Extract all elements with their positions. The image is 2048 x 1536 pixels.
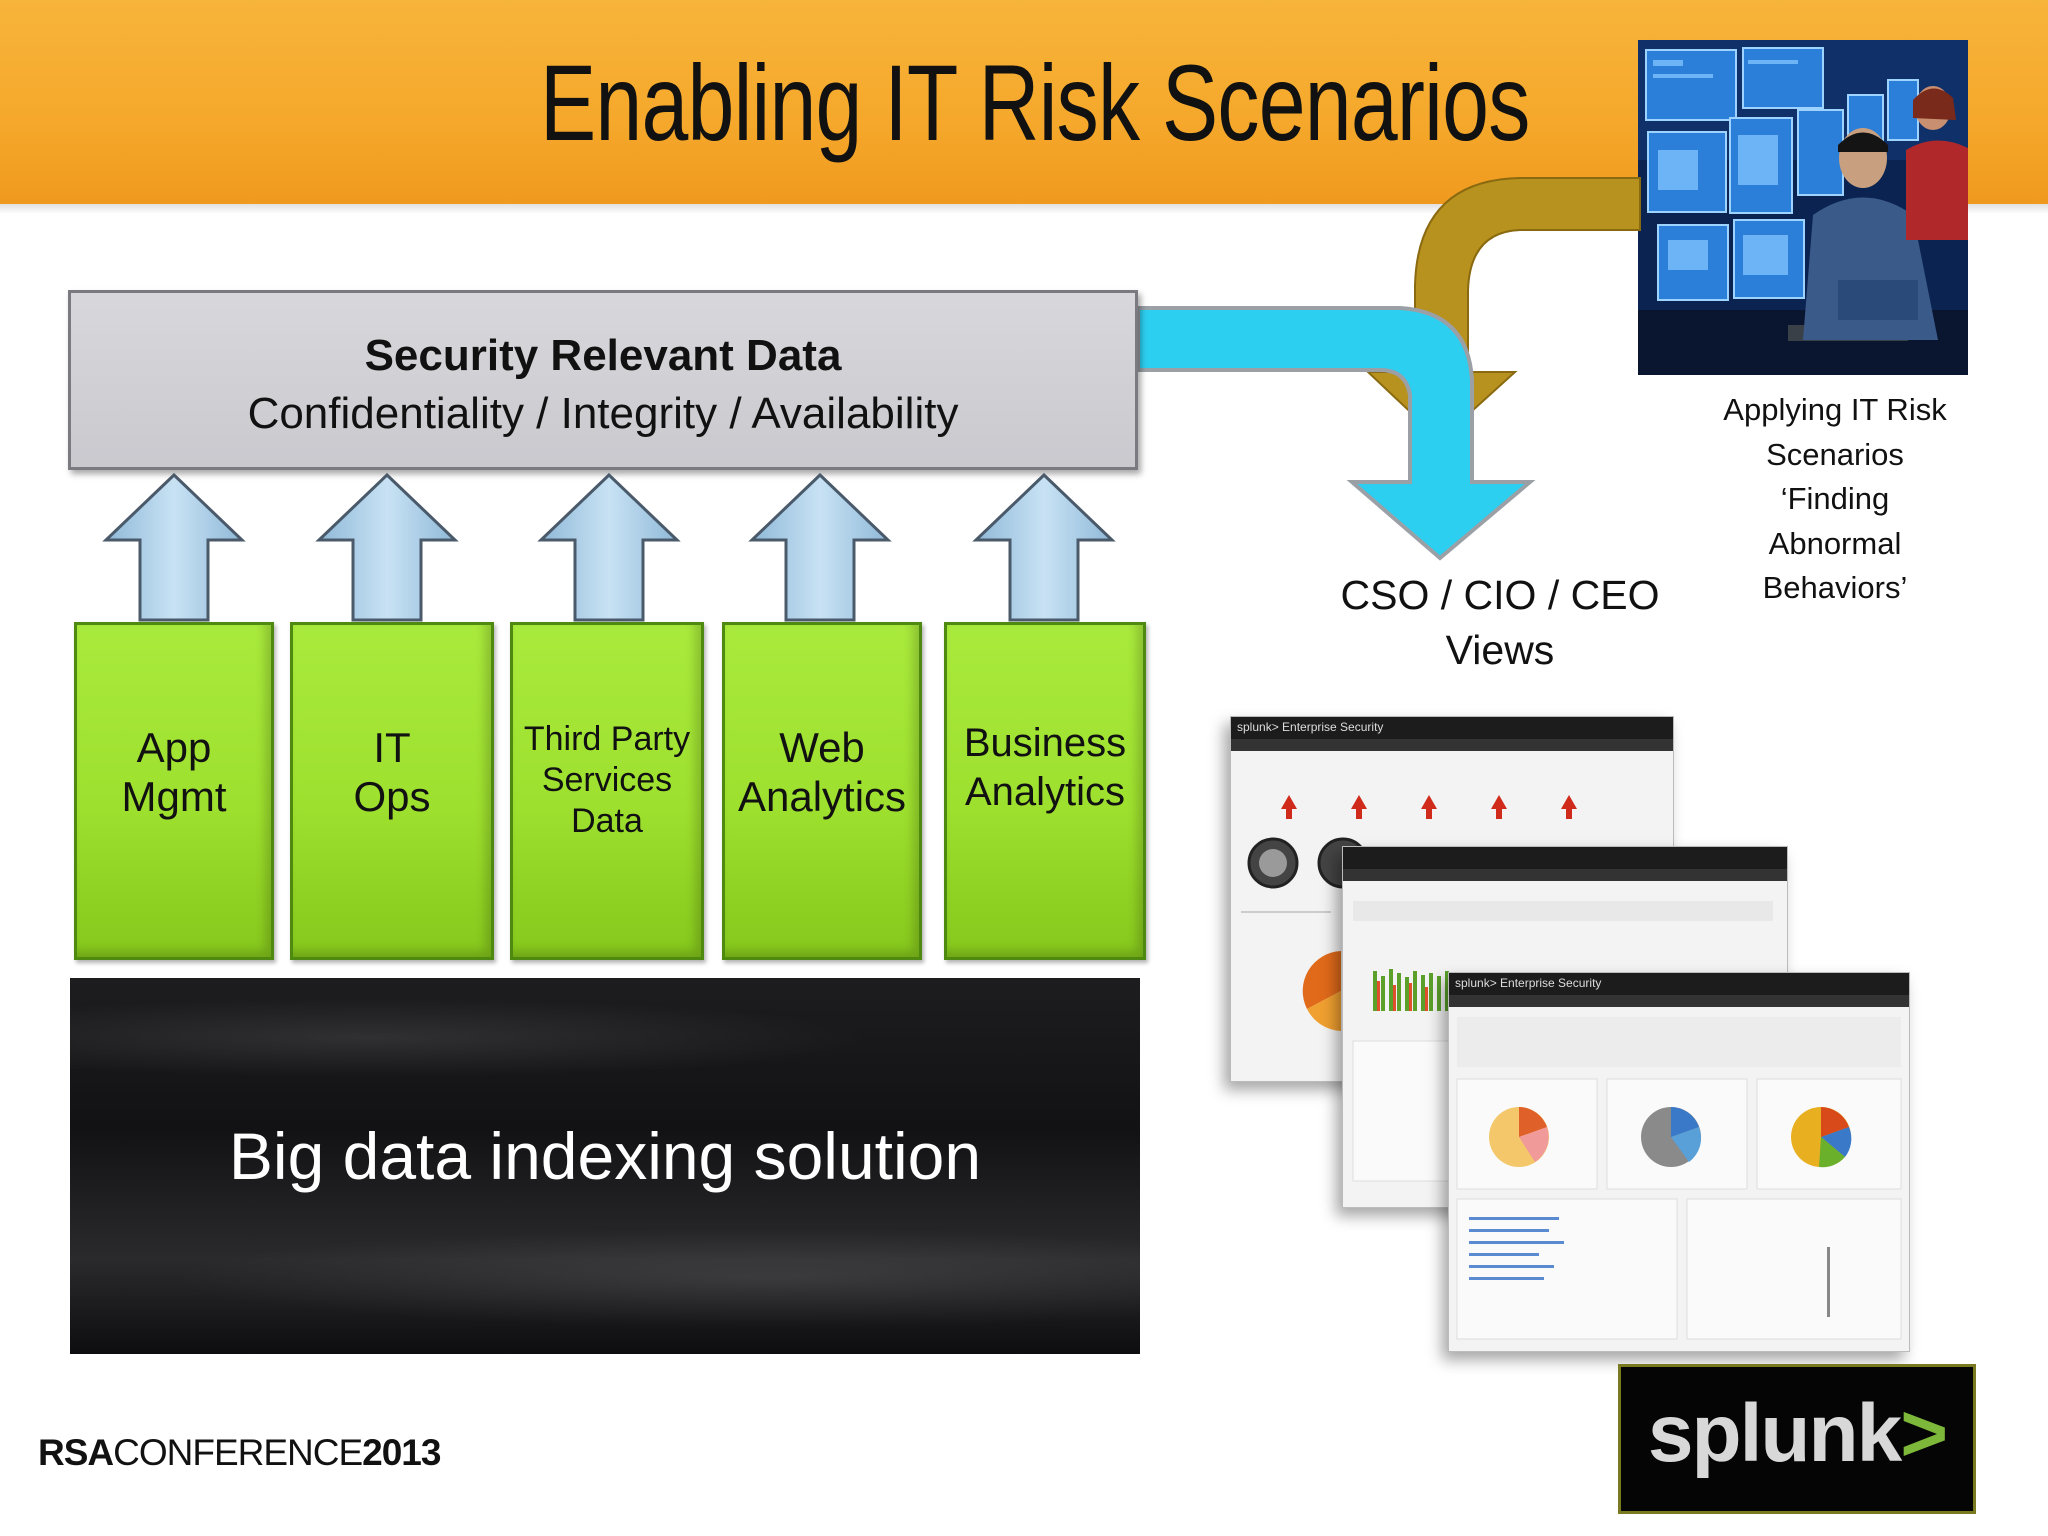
up-arrow-it-ops: [315, 472, 459, 622]
source-label: Web Analytics: [725, 723, 919, 821]
screenshot-brand: splunk> Enterprise Security: [1455, 976, 1602, 990]
source-label-line: Analytics: [737, 773, 907, 820]
screenshot-header-bar: splunk> Enterprise Security: [1231, 717, 1673, 739]
photo-caption-line: Scenarios: [1766, 436, 1904, 472]
rsa-conference-logo: RSACONFERENCE2013: [38, 1432, 441, 1474]
source-box-business-analytics: Business Analytics: [944, 622, 1146, 960]
photo-caption-line: ‘Finding: [1780, 481, 1890, 516]
source-box-web-analytics: Web Analytics: [722, 622, 922, 960]
source-label-line: Data: [571, 802, 643, 840]
source-label: App Mgmt: [77, 723, 271, 821]
views-label-line: CSO / CIO / CEO: [1340, 572, 1660, 618]
rsa-conference-word: CONFERENCE: [113, 1432, 363, 1473]
big-data-foundation: Big data indexing solution: [70, 978, 1140, 1354]
photo-illustration: [1638, 40, 1968, 375]
source-label-line: Analytics: [964, 770, 1126, 814]
dashboard-3-graphics: [1456, 1017, 1902, 1340]
source-label-line: Ops: [353, 773, 431, 820]
security-data-subtitle: Confidentiality / Integrity / Availabili…: [247, 389, 959, 438]
photo-caption-line: Abnormal: [1768, 525, 1902, 561]
up-arrow-web-analytics: [748, 472, 892, 622]
dashboard-screenshot-3: splunk> Enterprise Security: [1448, 972, 1910, 1352]
splunk-wordmark: splunk>: [1621, 1387, 1973, 1481]
source-box-it-ops: IT Ops: [290, 622, 494, 960]
source-box-app-mgmt: App Mgmt: [74, 622, 274, 960]
up-arrows: [102, 472, 1116, 622]
up-arrow-third-party: [537, 472, 681, 622]
up-arrow-business-analytics: [972, 472, 1116, 622]
foundation-label: Big data indexing solution: [228, 1119, 982, 1193]
source-label-line: IT: [373, 724, 411, 771]
security-data-title: Security Relevant Data: [364, 331, 842, 380]
screenshot-nav-bar: [1343, 869, 1787, 881]
splunk-logo: splunk>: [1618, 1364, 1976, 1514]
splunk-chevron-icon: >: [1900, 1388, 1948, 1479]
screenshot-header-bar: [1343, 847, 1787, 869]
source-label-line: Web: [779, 724, 865, 771]
photo-caption-line: Applying IT Risk: [1723, 392, 1947, 427]
executive-views-label: CSO / CIO / CEO Views: [1320, 568, 1680, 678]
source-label: IT Ops: [293, 723, 491, 821]
source-label-line: Third Party: [523, 720, 691, 758]
photo-caption: Applying IT Risk Scenarios ‘Finding Abno…: [1690, 388, 1980, 611]
source-label-line: Mgmt: [121, 773, 227, 820]
screenshot-brand: splunk> Enterprise Security: [1237, 720, 1384, 734]
operations-center-photo: [1638, 40, 1968, 375]
source-box-third-party: Third Party Services Data: [510, 622, 704, 960]
splunk-word: splunk: [1647, 1388, 1902, 1479]
screenshot-nav-bar: [1231, 739, 1673, 751]
screenshot-header-bar: splunk> Enterprise Security: [1449, 973, 1909, 995]
source-label-line: App: [136, 724, 212, 771]
cyan-flow-arrow: [1136, 306, 1536, 561]
views-label-line: Views: [1445, 627, 1555, 673]
rsa-prefix: RSA: [38, 1432, 114, 1473]
source-label: Third Party Services Data: [513, 719, 701, 842]
photo-caption-line: Behaviors’: [1762, 570, 1908, 605]
source-label-line: Services: [541, 761, 673, 799]
source-label: Business Analytics: [947, 719, 1143, 817]
screenshot-nav-bar: [1449, 995, 1909, 1007]
up-arrow-app-mgmt: [102, 472, 246, 622]
source-label-line: Business: [963, 721, 1127, 765]
security-relevant-data-box: Security Relevant Data Confidentiality /…: [68, 290, 1138, 470]
rsa-year: 2013: [362, 1432, 441, 1473]
